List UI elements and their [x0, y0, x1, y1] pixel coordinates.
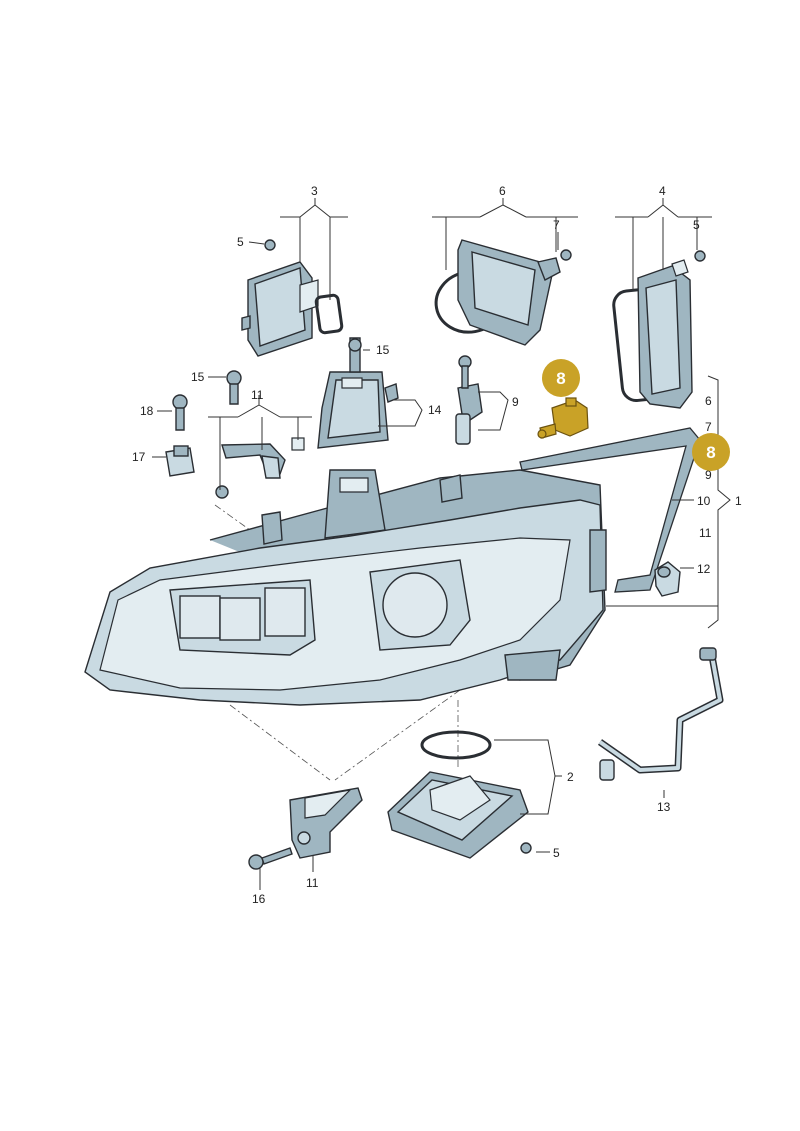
bracket-part-14	[317, 337, 399, 449]
callout-3: 3	[311, 184, 318, 198]
headlight-housing	[84, 469, 607, 706]
callout-11: 11	[306, 876, 319, 890]
cover-part-6	[434, 239, 561, 346]
callout-labels: 3 6 4 5 7 5 15 15 11 18 14 9 17 6 7 9 10…	[132, 184, 742, 906]
clip-part-12	[654, 561, 681, 597]
ballast-part-2	[387, 730, 532, 859]
leader-lines	[152, 198, 731, 890]
callout-5: 5	[553, 846, 560, 860]
highlighted-part-8	[537, 397, 589, 439]
callout-5: 5	[693, 218, 700, 232]
callout-2: 2	[567, 770, 574, 784]
badge-label: 8	[556, 369, 565, 388]
seal-strip-part-10	[519, 427, 701, 593]
callout-4: 4	[659, 184, 666, 198]
actuator-part-9	[455, 355, 483, 445]
fasteners-left	[165, 239, 706, 477]
callout-6: 6	[499, 184, 506, 198]
callout-6: 6	[705, 394, 712, 408]
callout-15: 15	[191, 370, 205, 384]
cover-part-4	[612, 259, 693, 409]
badge-label: 8	[706, 443, 715, 462]
control-unit-part-3	[241, 261, 344, 357]
callout-9: 9	[512, 395, 519, 409]
callout-18: 18	[140, 404, 154, 418]
bracket-part-11-lower	[248, 787, 363, 870]
callout-16: 16	[252, 892, 266, 906]
callout-15: 15	[376, 343, 390, 357]
callout-7: 7	[553, 218, 560, 232]
callout-10: 10	[697, 494, 711, 508]
callout-5: 5	[237, 235, 244, 249]
callout-17: 17	[132, 450, 146, 464]
cable-part-13	[597, 647, 724, 781]
callout-14: 14	[428, 403, 442, 417]
callout-11: 11	[699, 526, 712, 540]
callout-12: 12	[697, 562, 711, 576]
highlight-badge-8[interactable]: 8	[542, 359, 580, 397]
highlight-badge-8[interactable]: 8	[692, 433, 730, 471]
callout-13: 13	[657, 800, 671, 814]
callout-7: 7	[705, 420, 712, 434]
bracket-part-11-upper	[215, 437, 305, 499]
callout-1: 1	[735, 494, 742, 508]
callout-9: 9	[705, 468, 712, 482]
callout-11: 11	[251, 388, 264, 402]
assembly-lines	[214, 504, 461, 781]
